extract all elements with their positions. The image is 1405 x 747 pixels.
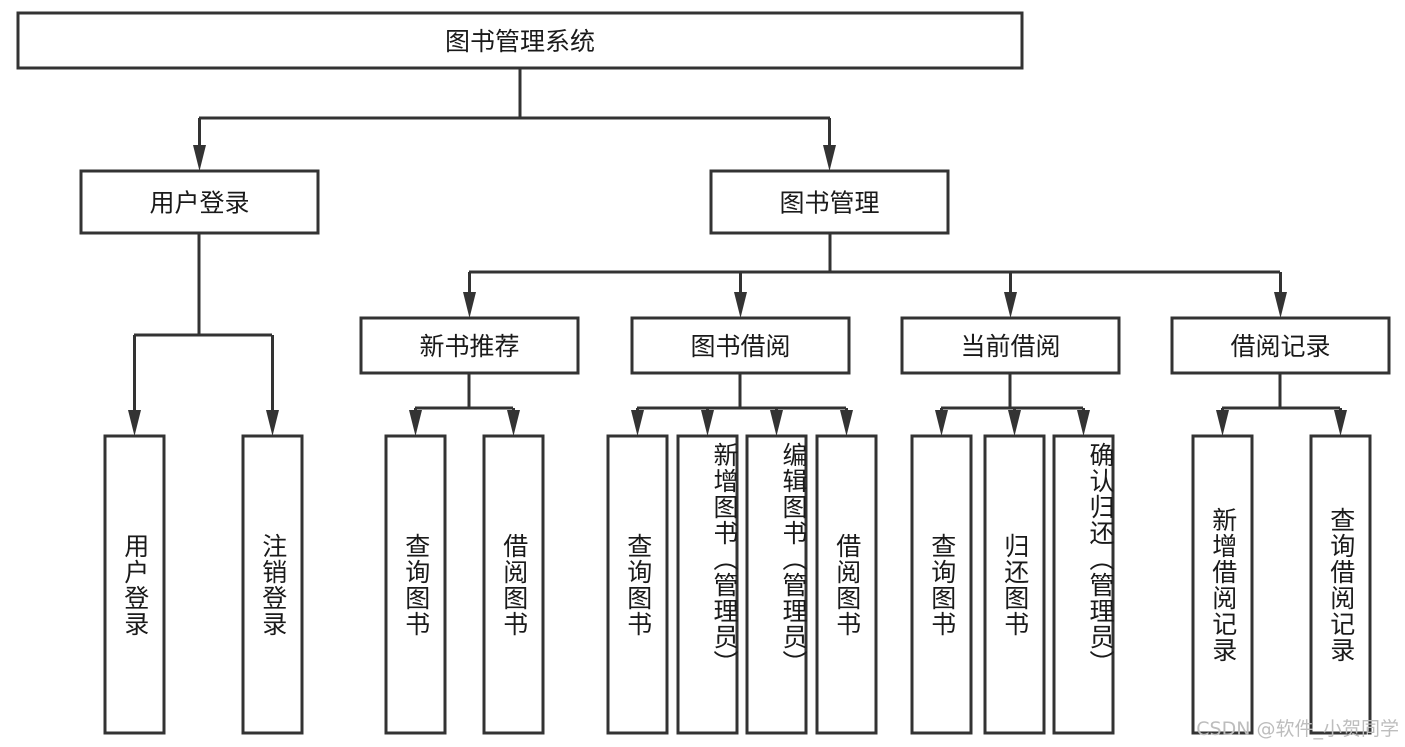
arrow-head-icon bbox=[935, 410, 948, 436]
node-label-root: 图书管理系统 bbox=[445, 27, 595, 56]
arrow-head-icon bbox=[1274, 292, 1287, 318]
arrow-head-icon bbox=[266, 410, 279, 436]
arrow-head-icon bbox=[1334, 410, 1347, 436]
node-box-l-borrow-book-2[interactable] bbox=[815, 434, 878, 735]
arrow-head-icon bbox=[701, 410, 714, 436]
node-box-l-add-book[interactable] bbox=[676, 434, 739, 735]
node-box-l-add-record[interactable] bbox=[1191, 434, 1254, 735]
node-box-n-new-book-rec[interactable] bbox=[359, 316, 580, 375]
node-label-n-new-book-rec: 新书推荐 bbox=[419, 332, 519, 361]
node-box-l-confirm-return[interactable] bbox=[1052, 434, 1115, 735]
node-box-root[interactable] bbox=[16, 11, 1024, 70]
node-box-n-book-borrow[interactable] bbox=[630, 316, 851, 375]
node-box-n-book-mgmt[interactable] bbox=[709, 169, 950, 235]
node-label-n-book-mgmt: 图书管理 bbox=[779, 189, 879, 218]
node-box-l-query-record[interactable] bbox=[1309, 434, 1372, 735]
node-label-n-borrow-record: 借阅记录 bbox=[1230, 332, 1330, 361]
watermark-text: CSDN @软件_小贺同学 bbox=[1196, 718, 1399, 740]
arrow-head-icon bbox=[409, 410, 422, 436]
node-label-n-user-login: 用户登录 bbox=[149, 189, 249, 218]
node-label-n-current-borrow: 当前借阅 bbox=[960, 332, 1060, 361]
node-label-n-book-borrow: 图书借阅 bbox=[690, 332, 790, 361]
arrow-head-icon bbox=[1008, 410, 1021, 436]
node-box-n-current-borrow[interactable] bbox=[900, 316, 1121, 375]
node-box-l-query-book-3[interactable] bbox=[910, 434, 973, 735]
node-box-l-logout[interactable] bbox=[241, 434, 304, 735]
node-box-l-query-book-1[interactable] bbox=[384, 434, 447, 735]
boxes-layer bbox=[16, 11, 1391, 735]
arrow-head-icon bbox=[823, 145, 836, 171]
node-box-l-user-login[interactable] bbox=[103, 434, 166, 735]
arrow-head-icon bbox=[463, 292, 476, 318]
node-box-l-edit-book[interactable] bbox=[745, 434, 808, 735]
arrow-head-icon bbox=[128, 410, 141, 436]
edges-layer bbox=[128, 68, 1347, 436]
arrow-head-icon bbox=[193, 145, 206, 171]
arrow-head-icon bbox=[631, 410, 644, 436]
arrow-head-icon bbox=[1004, 292, 1017, 318]
node-box-l-return-book[interactable] bbox=[983, 434, 1046, 735]
arrow-head-icon bbox=[770, 410, 783, 436]
arrow-head-icon bbox=[1216, 410, 1229, 436]
node-box-n-user-login[interactable] bbox=[79, 169, 320, 235]
node-box-l-borrow-book-1[interactable] bbox=[482, 434, 545, 735]
arrow-head-icon bbox=[840, 410, 853, 436]
node-box-l-query-book-2[interactable] bbox=[606, 434, 669, 735]
arrow-head-icon bbox=[507, 410, 520, 436]
arrow-head-icon bbox=[734, 292, 747, 318]
node-box-n-borrow-record[interactable] bbox=[1170, 316, 1391, 375]
arrow-head-icon bbox=[1077, 410, 1090, 436]
